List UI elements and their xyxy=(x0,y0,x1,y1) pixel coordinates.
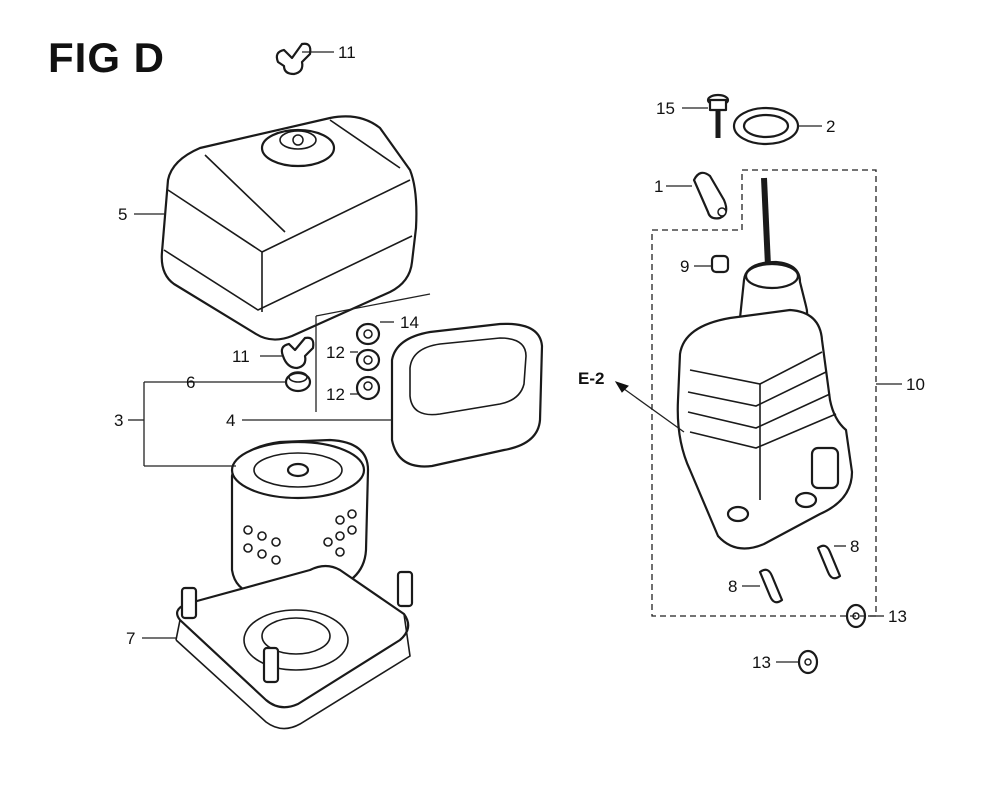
callout-5: 5 xyxy=(118,205,127,224)
wing-nut-middle xyxy=(280,336,315,370)
gasket-ring xyxy=(732,106,800,146)
collar-12-upper xyxy=(355,348,381,372)
dowel-pin-right xyxy=(816,544,842,580)
callout-4: 4 xyxy=(226,411,235,430)
grommet xyxy=(284,371,312,393)
air-cleaner-base xyxy=(175,564,414,730)
callout-11-top: 11 xyxy=(338,43,356,62)
collar xyxy=(710,254,730,274)
callout-3: 3 xyxy=(114,411,123,430)
callout-12-lower: 12 xyxy=(326,385,345,404)
callout-11-middle: 11 xyxy=(232,347,250,366)
callout-8-right: 8 xyxy=(850,537,859,556)
figure-title: FIG D xyxy=(48,34,165,81)
callout-14: 14 xyxy=(400,313,419,332)
callout-8-left: 8 xyxy=(728,577,737,596)
callout-13-right: 13 xyxy=(888,607,907,626)
callout-9: 9 xyxy=(680,257,689,276)
dowel-pin-left xyxy=(758,568,784,604)
nut-13-lower xyxy=(797,649,819,675)
callout-1: 1 xyxy=(654,177,663,196)
callout-10: 10 xyxy=(906,375,925,394)
reference-e2: E-2 xyxy=(578,369,604,388)
leader-lines xyxy=(128,51,902,663)
wing-nut-top xyxy=(275,42,312,76)
bracket xyxy=(692,171,728,220)
air-cleaner-cover xyxy=(160,115,418,341)
callout-6: 6 xyxy=(186,373,195,392)
callout-7: 7 xyxy=(126,629,135,648)
callout-13-lower: 13 xyxy=(752,653,771,672)
collar-12-lower xyxy=(355,375,381,401)
air-cleaner-elbow xyxy=(676,177,854,550)
callout-2: 2 xyxy=(826,117,835,136)
callout-15: 15 xyxy=(656,99,675,118)
flange-bolt xyxy=(706,93,730,138)
callout-12-upper: 12 xyxy=(326,343,345,362)
paper-element xyxy=(230,438,370,598)
flange-nut-14 xyxy=(355,322,381,346)
outer-foam-element xyxy=(390,322,544,468)
